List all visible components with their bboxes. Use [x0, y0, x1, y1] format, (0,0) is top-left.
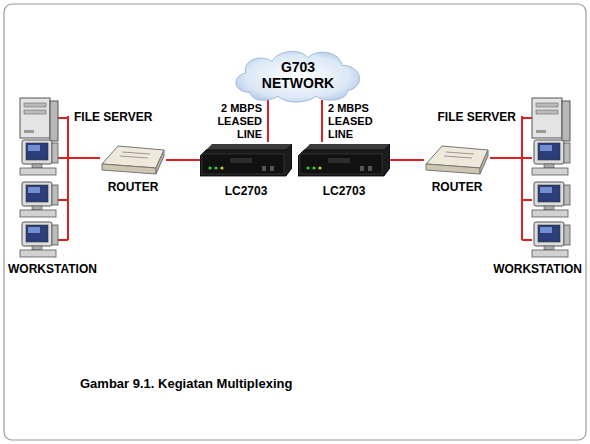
device-label: LC2703	[225, 184, 268, 198]
network-label: G703 NETWORK	[228, 46, 368, 104]
lan-wiring	[58, 116, 532, 240]
leased-line	[166, 160, 200, 161]
multiplexer-box	[200, 142, 292, 180]
multiplexer-node: LC2703	[298, 142, 390, 180]
multiplexer-node: LC2703	[200, 142, 292, 180]
network-label-text: G703 NETWORK	[253, 59, 343, 91]
router-node: ROUTER	[100, 142, 166, 176]
device-label: ROUTER	[432, 180, 483, 194]
figure-caption: Gambar 9.1. Kegiatan Multiplexing	[80, 376, 292, 392]
computers	[20, 98, 570, 257]
line-stroke	[321, 100, 323, 142]
computer-label: FILE SERVER	[74, 110, 152, 124]
figure-frame	[4, 4, 586, 440]
computer-label: WORKSTATION	[493, 262, 582, 276]
computer-label: FILE SERVER	[438, 110, 516, 124]
network-cloud: G703 NETWORK	[228, 46, 368, 104]
router-node: ROUTER	[424, 142, 490, 176]
device-label: LC2703	[323, 184, 366, 198]
device-label: ROUTER	[108, 180, 159, 194]
line-label: 2 MBPS LEASED LINE	[190, 102, 262, 141]
multiplexer-box	[298, 142, 390, 180]
line-stroke	[267, 100, 269, 142]
line-label: 2 MBPS LEASED LINE	[328, 102, 400, 141]
leased-line	[390, 160, 424, 161]
line-stroke	[166, 159, 200, 161]
leased-line	[322, 100, 323, 142]
router-device	[424, 142, 490, 176]
router-device	[100, 142, 166, 176]
leased-line	[268, 100, 269, 142]
computer-label: WORKSTATION	[8, 262, 97, 276]
line-stroke	[390, 159, 424, 161]
